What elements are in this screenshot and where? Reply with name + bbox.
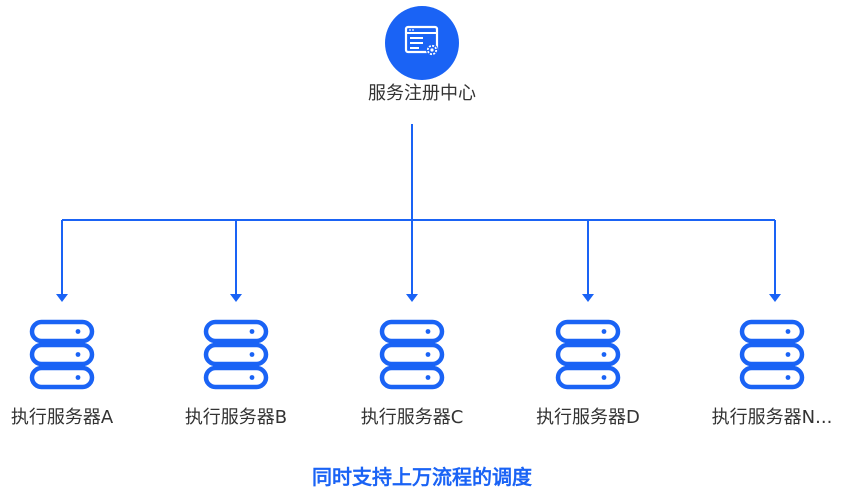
server-stack-icon	[739, 318, 805, 392]
server-stack-icon	[203, 318, 269, 392]
server-label-b: 执行服务器B	[184, 407, 288, 428]
arrow-head-c	[406, 294, 418, 302]
arrow-head-a	[56, 294, 68, 302]
server-label-n: 执行服务器N...	[711, 407, 833, 428]
window-gear-icon	[385, 6, 459, 80]
server-node-c: 执行服务器C	[332, 318, 492, 438]
server-stack-icon	[555, 318, 621, 392]
center-label: 服务注册中心	[368, 83, 476, 104]
server-label-a: 执行服务器A	[10, 407, 114, 428]
server-node-n: 执行服务器N...	[692, 318, 844, 438]
server-stack-icon	[29, 318, 95, 392]
arrow-head-n	[769, 294, 781, 302]
server-node-a: 执行服务器A	[0, 318, 142, 438]
server-label-d: 执行服务器D	[536, 407, 640, 428]
server-stack-icon	[379, 318, 445, 392]
diagram-caption: 同时支持上万流程的调度	[312, 465, 532, 489]
server-node-d: 执行服务器D	[508, 318, 668, 438]
arrow-head-d	[582, 294, 594, 302]
arrow-head-b	[230, 294, 242, 302]
server-label-c: 执行服务器C	[360, 407, 464, 428]
server-node-b: 执行服务器B	[156, 318, 316, 438]
